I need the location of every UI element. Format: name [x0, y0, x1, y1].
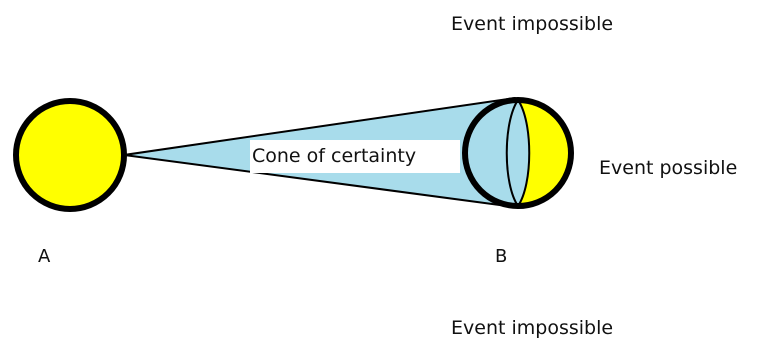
circle-b-outline — [462, 97, 574, 209]
point-b-label: B — [495, 246, 507, 267]
event-impossible-top-label: Event impossible — [451, 13, 613, 35]
cone-label: Cone of certainty — [252, 145, 416, 167]
circle-a — [13, 98, 127, 212]
cone-label-box — [250, 140, 460, 173]
point-a-label: A — [38, 246, 51, 267]
event-impossible-bottom-label: Event impossible — [451, 317, 613, 339]
event-possible-label: Event possible — [599, 157, 737, 179]
circle-b-blue-region — [465, 100, 518, 206]
